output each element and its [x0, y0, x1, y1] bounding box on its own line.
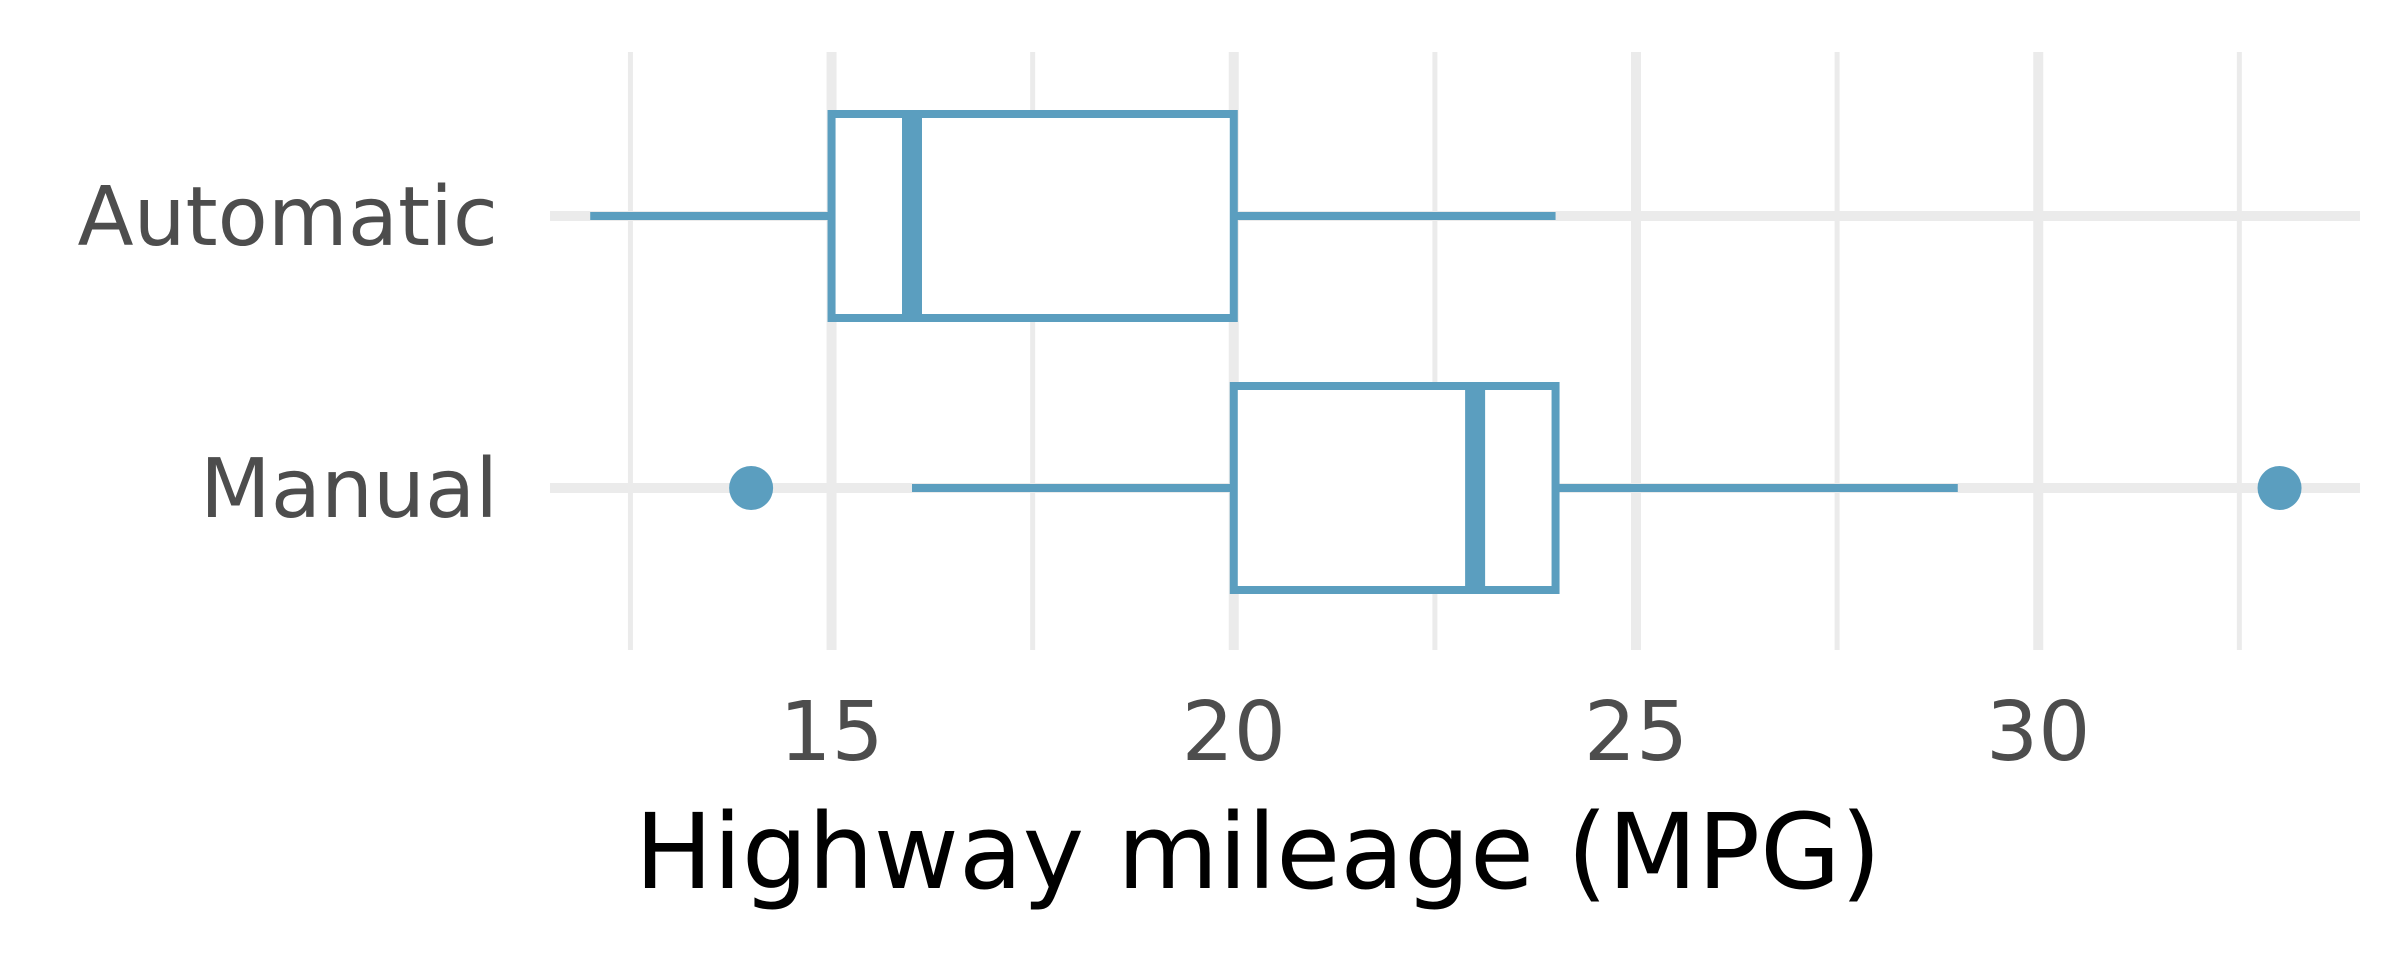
outlier-point-manual	[729, 466, 774, 510]
median-manual	[1465, 386, 1486, 590]
x-tick-label: 15	[779, 685, 883, 780]
x-tick-label: 30	[1986, 685, 2090, 780]
category-label-automatic: Automatic	[77, 170, 498, 265]
x-tick-label: 20	[1182, 685, 1286, 780]
box-automatic	[827, 110, 1238, 322]
box-manual	[1229, 382, 1560, 594]
outlier-point-manual	[2257, 466, 2302, 510]
box-layer	[590, 110, 2302, 594]
x-tick-label: 25	[1584, 685, 1688, 780]
category-label-manual: Manual	[200, 442, 498, 537]
median-automatic	[902, 114, 922, 318]
x-axis-title: Highway mileage (MPG)	[635, 791, 1881, 913]
